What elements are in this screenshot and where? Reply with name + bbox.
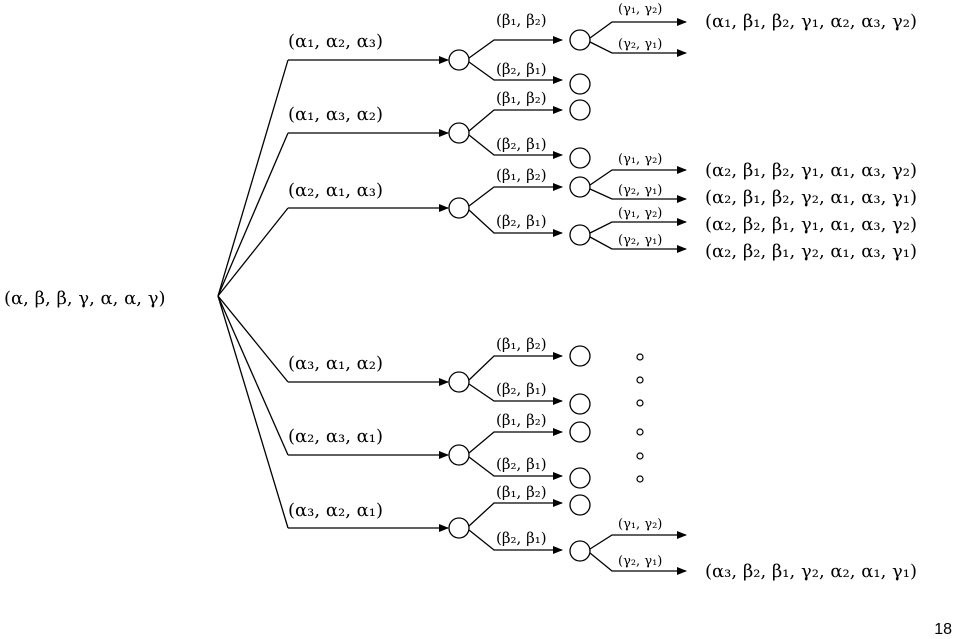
node-circle	[569, 494, 591, 516]
gamma-label: (γ₂, γ₁)	[618, 183, 662, 198]
beta-label: (β₁, β₂)	[496, 411, 547, 429]
node-circle	[448, 49, 470, 71]
node-circle	[448, 444, 470, 466]
level1-label: (α₃, α₂, α₁)	[288, 500, 383, 521]
node-circle	[569, 29, 591, 51]
node-circle	[448, 197, 470, 219]
result-label: (α₁, β₁, β₂, γ₁, α₂, α₃, γ₂)	[705, 11, 917, 32]
beta-label: (β₁, β₂)	[496, 335, 547, 353]
ellipsis-dots	[636, 353, 644, 483]
node-circle	[448, 371, 470, 393]
result-label: (α₃, β₂, β₁, γ₂, α₂, α₁, γ₁)	[705, 561, 917, 582]
level3-branches	[589, 18, 687, 575]
result-label: (α₂, β₁, β₂, γ₂, α₁, α₃, γ₁)	[705, 187, 917, 208]
node-circle	[569, 421, 591, 443]
node-circle	[569, 99, 591, 121]
gamma-label: (γ₂, γ₁)	[618, 554, 662, 569]
level2-branches	[468, 36, 563, 554]
root-fan	[217, 59, 289, 529]
node-circle	[569, 393, 591, 415]
beta-label: (β₁, β₂)	[496, 483, 547, 501]
result-label: (α₂, β₁, β₂, γ₁, α₁, α₃, γ₂)	[705, 160, 917, 181]
result-label: (α₂, β₂, β₁, γ₂, α₁, α₃, γ₁)	[705, 241, 917, 262]
node-circle	[569, 176, 591, 198]
gamma-label: (γ₁, γ₂)	[618, 2, 662, 17]
beta-label: (β₁, β₂)	[496, 89, 547, 107]
beta-label: (β₂, β₁)	[496, 212, 547, 230]
node-circle	[569, 147, 591, 169]
beta-label: (β₂, β₁)	[496, 60, 547, 78]
level1-label: (α₁, α₃, α₂)	[288, 104, 383, 125]
node-circle	[448, 517, 470, 539]
beta-label: (β₂, β₁)	[496, 135, 547, 153]
node-circle	[569, 540, 591, 562]
gamma-label: (γ₁, γ₂)	[618, 152, 662, 167]
gamma-label: (γ₂, γ₁)	[618, 233, 662, 248]
gamma-label: (γ₂, γ₁)	[618, 37, 662, 52]
node-circle	[569, 345, 591, 367]
level1-label: (α₁, α₂, α₃)	[288, 31, 383, 52]
root-label: (α, β, β, γ, α, α, γ)	[4, 288, 166, 309]
level1-label: (α₂, α₁, α₃)	[288, 180, 383, 201]
level1-label: (α₂, α₃, α₁)	[288, 426, 383, 447]
beta-label: (β₁, β₂)	[496, 166, 547, 184]
beta-label: (β₂, β₁)	[496, 380, 547, 398]
gamma-label: (γ₁, γ₂)	[618, 517, 662, 532]
node-circle	[569, 467, 591, 489]
beta-label: (β₂, β₁)	[496, 455, 547, 473]
page-number: 18	[934, 621, 952, 638]
node-circle	[569, 224, 591, 246]
level1-label: (α₃, α₁, α₂)	[288, 353, 383, 374]
level1-arrows	[288, 56, 449, 532]
gamma-label: (γ₁, γ₂)	[618, 206, 662, 221]
beta-label: (β₁, β₂)	[496, 11, 547, 29]
node-circle	[448, 122, 470, 144]
node-circle	[569, 73, 591, 95]
beta-label: (β₂, β₁)	[496, 529, 547, 547]
result-label: (α₂, β₂, β₁, γ₁, α₁, α₃, γ₂)	[705, 214, 917, 235]
